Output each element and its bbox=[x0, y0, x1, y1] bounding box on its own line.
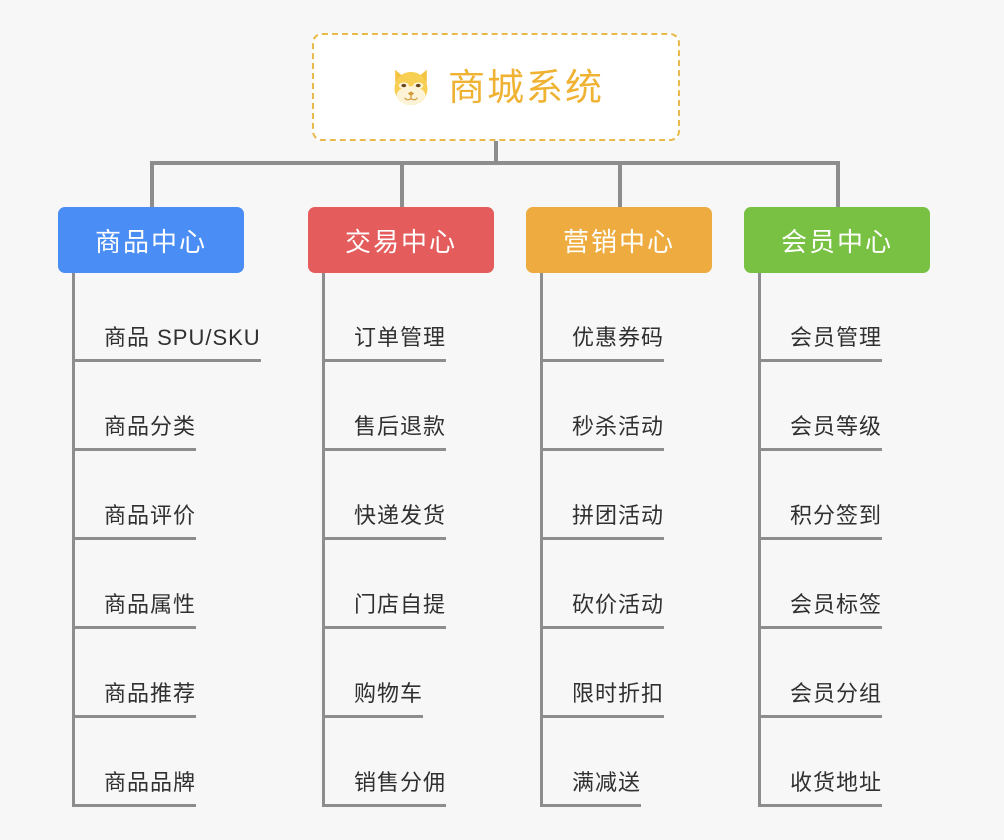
list-item[interactable]: 快递发货 bbox=[322, 451, 494, 540]
connector-spine bbox=[540, 273, 543, 807]
list-item[interactable]: 商品评价 bbox=[72, 451, 261, 540]
leaf-label: 满减送 bbox=[540, 772, 642, 807]
list-item[interactable]: 商品属性 bbox=[72, 540, 261, 629]
root-node[interactable]: 商城系统 bbox=[312, 33, 680, 141]
category-label: 营销中心 bbox=[562, 226, 675, 257]
connector-spine bbox=[72, 273, 75, 807]
list-item[interactable]: 秒杀活动 bbox=[540, 362, 712, 451]
leaf-label: 门店自提 bbox=[322, 594, 447, 629]
connector-drop-2 bbox=[618, 161, 622, 207]
leaf-label: 优惠券码 bbox=[540, 327, 665, 362]
list-item[interactable]: 拼团活动 bbox=[540, 451, 712, 540]
connector-bus bbox=[150, 161, 840, 165]
category-header-member[interactable]: 会员中心 bbox=[744, 207, 930, 273]
list-item[interactable]: 商品分类 bbox=[72, 362, 261, 451]
branch-column-product: 商品中心 商品 SPU/SKU 商品分类 商品评价 商品属性 商品推荐 商品品牌 bbox=[58, 207, 261, 807]
leaf-label: 会员管理 bbox=[758, 327, 883, 362]
list-item[interactable]: 会员标签 bbox=[758, 540, 930, 629]
leaf-label: 会员等级 bbox=[758, 416, 883, 451]
leaf-label: 积分签到 bbox=[758, 505, 883, 540]
leaf-label: 收货地址 bbox=[758, 772, 883, 807]
branch-column-marketing: 营销中心 优惠券码 秒杀活动 拼团活动 砍价活动 限时折扣 满减送 bbox=[526, 207, 712, 807]
connector-trunk bbox=[494, 141, 498, 164]
list-item[interactable]: 积分签到 bbox=[758, 451, 930, 540]
list-item[interactable]: 门店自提 bbox=[322, 540, 494, 629]
leaf-label: 购物车 bbox=[322, 683, 424, 718]
leaf-label: 快递发货 bbox=[322, 505, 447, 540]
category-header-product[interactable]: 商品中心 bbox=[58, 207, 244, 273]
leaf-label: 砍价活动 bbox=[540, 594, 665, 629]
leaf-label: 商品分类 bbox=[72, 416, 197, 451]
list-item[interactable]: 商品品牌 bbox=[72, 718, 261, 807]
list-item[interactable]: 商品推荐 bbox=[72, 629, 261, 718]
leaf-list-member: 会员管理 会员等级 积分签到 会员标签 会员分组 收货地址 bbox=[758, 273, 930, 807]
connector-spine bbox=[322, 273, 325, 807]
branch-column-trade: 交易中心 订单管理 售后退款 快递发货 门店自提 购物车 销售分佣 bbox=[308, 207, 494, 807]
list-item[interactable]: 会员等级 bbox=[758, 362, 930, 451]
list-item[interactable]: 优惠券码 bbox=[540, 273, 712, 362]
leaf-label: 会员标签 bbox=[758, 594, 883, 629]
leaf-label: 商品评价 bbox=[72, 505, 197, 540]
category-label: 交易中心 bbox=[344, 226, 457, 257]
list-item[interactable]: 会员分组 bbox=[758, 629, 930, 718]
connector-drop-1 bbox=[400, 161, 404, 207]
leaf-label: 商品推荐 bbox=[72, 683, 197, 718]
category-header-marketing[interactable]: 营销中心 bbox=[526, 207, 712, 273]
leaf-label: 订单管理 bbox=[322, 327, 447, 362]
list-item[interactable]: 限时折扣 bbox=[540, 629, 712, 718]
list-item[interactable]: 收货地址 bbox=[758, 718, 930, 807]
category-label: 会员中心 bbox=[780, 226, 893, 257]
leaf-label: 售后退款 bbox=[322, 416, 447, 451]
list-item[interactable]: 商品 SPU/SKU bbox=[72, 273, 261, 362]
connector-spine bbox=[758, 273, 761, 807]
leaf-label: 商品属性 bbox=[72, 594, 197, 629]
leaf-list-product: 商品 SPU/SKU 商品分类 商品评价 商品属性 商品推荐 商品品牌 bbox=[72, 273, 261, 807]
leaf-label: 商品品牌 bbox=[72, 772, 197, 807]
root-title: 商城系统 bbox=[448, 66, 604, 108]
connector-drop-3 bbox=[836, 161, 840, 207]
leaf-label: 秒杀活动 bbox=[540, 416, 665, 451]
leaf-list-trade: 订单管理 售后退款 快递发货 门店自提 购物车 销售分佣 bbox=[322, 273, 494, 807]
connector-drop-0 bbox=[150, 161, 154, 207]
branch-column-member: 会员中心 会员管理 会员等级 积分签到 会员标签 会员分组 收货地址 bbox=[744, 207, 930, 807]
category-header-trade[interactable]: 交易中心 bbox=[308, 207, 494, 273]
list-item[interactable]: 满减送 bbox=[540, 718, 712, 807]
category-label: 商品中心 bbox=[94, 226, 207, 257]
leaf-label: 拼团活动 bbox=[540, 505, 665, 540]
list-item[interactable]: 会员管理 bbox=[758, 273, 930, 362]
list-item[interactable]: 销售分佣 bbox=[322, 718, 494, 807]
leaf-label: 限时折扣 bbox=[540, 683, 665, 718]
list-item[interactable]: 购物车 bbox=[322, 629, 494, 718]
list-item[interactable]: 售后退款 bbox=[322, 362, 494, 451]
list-item[interactable]: 砍价活动 bbox=[540, 540, 712, 629]
shiba-dog-face-icon bbox=[394, 69, 428, 107]
leaf-label: 销售分佣 bbox=[322, 772, 447, 807]
leaf-label: 会员分组 bbox=[758, 683, 883, 718]
leaf-label: 商品 SPU/SKU bbox=[72, 327, 261, 362]
list-item[interactable]: 订单管理 bbox=[322, 273, 494, 362]
leaf-list-marketing: 优惠券码 秒杀活动 拼团活动 砍价活动 限时折扣 满减送 bbox=[540, 273, 712, 807]
